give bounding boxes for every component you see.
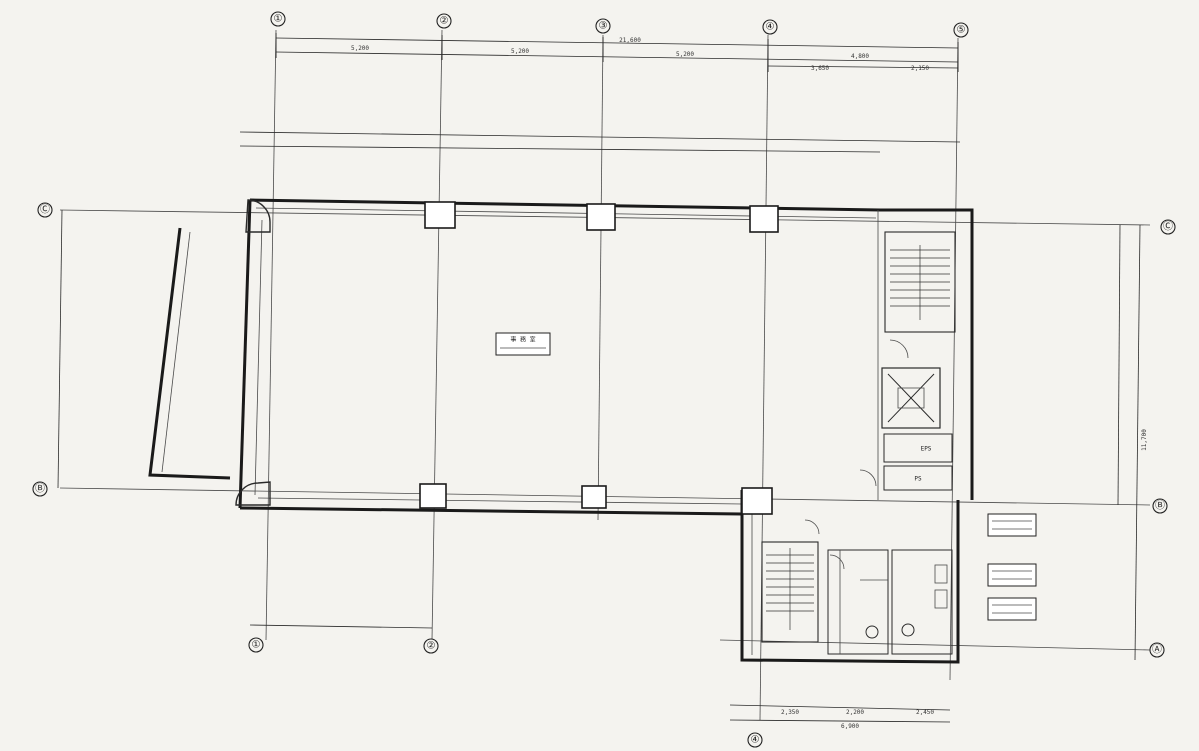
dimension-lines bbox=[57, 33, 1141, 723]
grid-column-5-top: ⑤ bbox=[957, 25, 966, 36]
grid-column-2-top: ② bbox=[440, 16, 449, 27]
grid-row-a-right: Ⓐ bbox=[1152, 644, 1162, 656]
grid-column-3-top: ③ bbox=[599, 21, 608, 32]
ps-room bbox=[883, 465, 953, 491]
eps-label: EPS bbox=[921, 446, 932, 453]
grid-column-4-bottom: ④ bbox=[751, 735, 760, 746]
building-walls bbox=[148, 198, 974, 664]
grid-row-b-right: Ⓑ bbox=[1155, 500, 1165, 512]
overall-dimension: 21,600 bbox=[619, 37, 641, 44]
bottom-dimension-2: 2,200 bbox=[846, 709, 864, 716]
dimension-text: 21,600 5,200 5,200 5,200 4,800 3,650 2,1… bbox=[351, 37, 1148, 730]
toilet-rooms bbox=[827, 549, 953, 655]
grid-lines bbox=[59, 29, 1151, 721]
grid-column-4-top: ④ bbox=[766, 22, 775, 33]
office-label-box bbox=[495, 332, 551, 356]
bottom-dimension-3: 2,450 bbox=[916, 709, 934, 716]
grid-column-1-top: ① bbox=[274, 14, 283, 25]
grid-row-c-right: Ⓒ bbox=[1163, 221, 1173, 233]
sub-span-dimension-1: 3,650 bbox=[811, 65, 829, 72]
grid-bubbles: ① ② ③ ④ ⑤ ① ② ④ Ⓒ Ⓑ Ⓒ Ⓑ Ⓐ bbox=[32, 11, 1176, 748]
span-dimension-3: 5,200 bbox=[676, 51, 694, 58]
ps-label: PS bbox=[914, 476, 922, 483]
legend-boxes bbox=[987, 513, 1037, 621]
door-swings bbox=[804, 339, 909, 570]
span-dimension-1: 5,200 bbox=[351, 45, 369, 52]
structural-columns bbox=[419, 201, 779, 515]
bottom-total-dimension: 6,900 bbox=[841, 723, 859, 730]
grid-row-c-left: Ⓒ bbox=[40, 204, 50, 216]
right-total-dimension: 11,700 bbox=[1141, 429, 1148, 451]
eps-room bbox=[883, 433, 953, 463]
grid-column-2-bottom: ② bbox=[427, 641, 436, 652]
bottom-dimension-1: 2,350 bbox=[781, 709, 799, 716]
grid-row-b-left: Ⓑ bbox=[35, 483, 45, 495]
span-dimension-4: 4,800 bbox=[851, 53, 869, 60]
grid-column-1-bottom: ① bbox=[252, 640, 261, 651]
sub-span-dimension-2: 2,150 bbox=[911, 65, 929, 72]
stair-south bbox=[761, 541, 819, 643]
stair-north-east bbox=[884, 231, 956, 333]
office-label: 事 務 室 bbox=[510, 336, 535, 344]
span-dimension-2: 5,200 bbox=[511, 48, 529, 55]
elevator-shaft bbox=[881, 367, 941, 429]
